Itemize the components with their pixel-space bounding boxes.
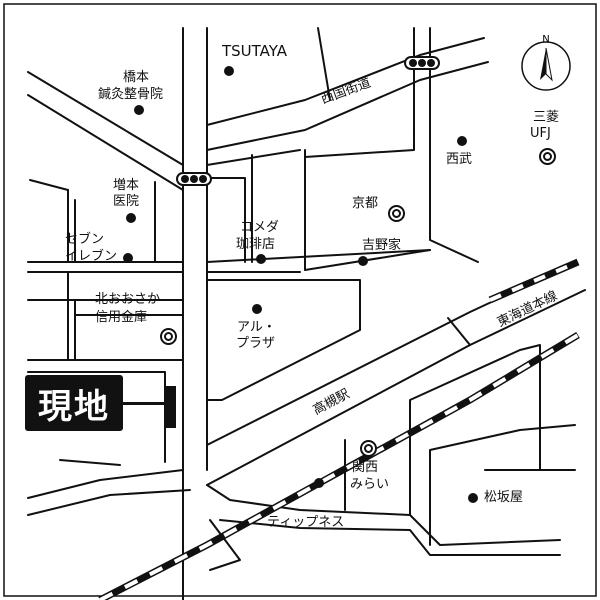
bank-ring-icon bbox=[360, 440, 377, 457]
hashimoto-label-1: 橋本 bbox=[123, 70, 150, 85]
kansai-mirai-label-1: 関西 bbox=[352, 460, 379, 475]
masumoto-label-2: 医院 bbox=[113, 194, 140, 209]
yoshinoya-label: 吉野家 bbox=[362, 238, 402, 253]
hashimoto-dot bbox=[134, 105, 144, 115]
hashimoto-label-2: 鍼灸整骨院 bbox=[98, 87, 164, 102]
masumoto-label-1: 増本 bbox=[113, 178, 140, 193]
seibu-dot bbox=[457, 136, 467, 146]
komeda-dot bbox=[256, 254, 266, 264]
matsuzakaya-label: 松坂屋 bbox=[484, 490, 524, 505]
site-pointer-line bbox=[121, 402, 169, 405]
site-location-marker bbox=[166, 386, 176, 428]
tsutaya-dot bbox=[224, 66, 234, 76]
tipness-label: ティップネス bbox=[267, 515, 345, 530]
seven-label-2: イレブン bbox=[65, 249, 118, 264]
tsutaya-label: TSUTAYA bbox=[222, 42, 288, 60]
alplaza-label-2: プラザ bbox=[236, 336, 276, 351]
north-arrow-icon: N bbox=[521, 34, 571, 91]
matsuzakaya-dot bbox=[468, 493, 478, 503]
masumoto-dot bbox=[126, 213, 136, 223]
alplaza-label-1: アル・ bbox=[237, 320, 276, 335]
bank-ring-icon bbox=[160, 328, 177, 345]
traffic-signal-icon bbox=[176, 172, 212, 186]
mufg-label-1: 三菱 bbox=[533, 110, 560, 125]
alplaza-dot bbox=[252, 304, 262, 314]
compass-letter: N bbox=[542, 34, 549, 45]
mufg-label-2: UFJ bbox=[530, 126, 551, 141]
bank-ring-icon bbox=[388, 205, 405, 222]
yoshinoya-dot bbox=[358, 256, 368, 266]
kitaosaka-label-1: 北おおさか bbox=[95, 292, 161, 307]
seibu-label: 西武 bbox=[446, 152, 473, 167]
komeda-label-2: 珈琲店 bbox=[236, 237, 276, 252]
kyoto-bank-label: 京都 bbox=[352, 196, 379, 211]
kitaosaka-label-2: 信用金庫 bbox=[95, 310, 148, 325]
bank-ring-icon bbox=[539, 148, 556, 165]
site-location-label: 現地 bbox=[25, 375, 123, 431]
seven-dot bbox=[123, 253, 133, 263]
traffic-signal-icon bbox=[404, 56, 440, 70]
tipness-dot bbox=[314, 478, 324, 488]
komeda-label-1: コメダ bbox=[240, 220, 280, 235]
seven-label-1: セブン bbox=[65, 232, 105, 247]
railway-line bbox=[98, 258, 580, 600]
kansai-mirai-label-2: みらい bbox=[350, 477, 390, 492]
